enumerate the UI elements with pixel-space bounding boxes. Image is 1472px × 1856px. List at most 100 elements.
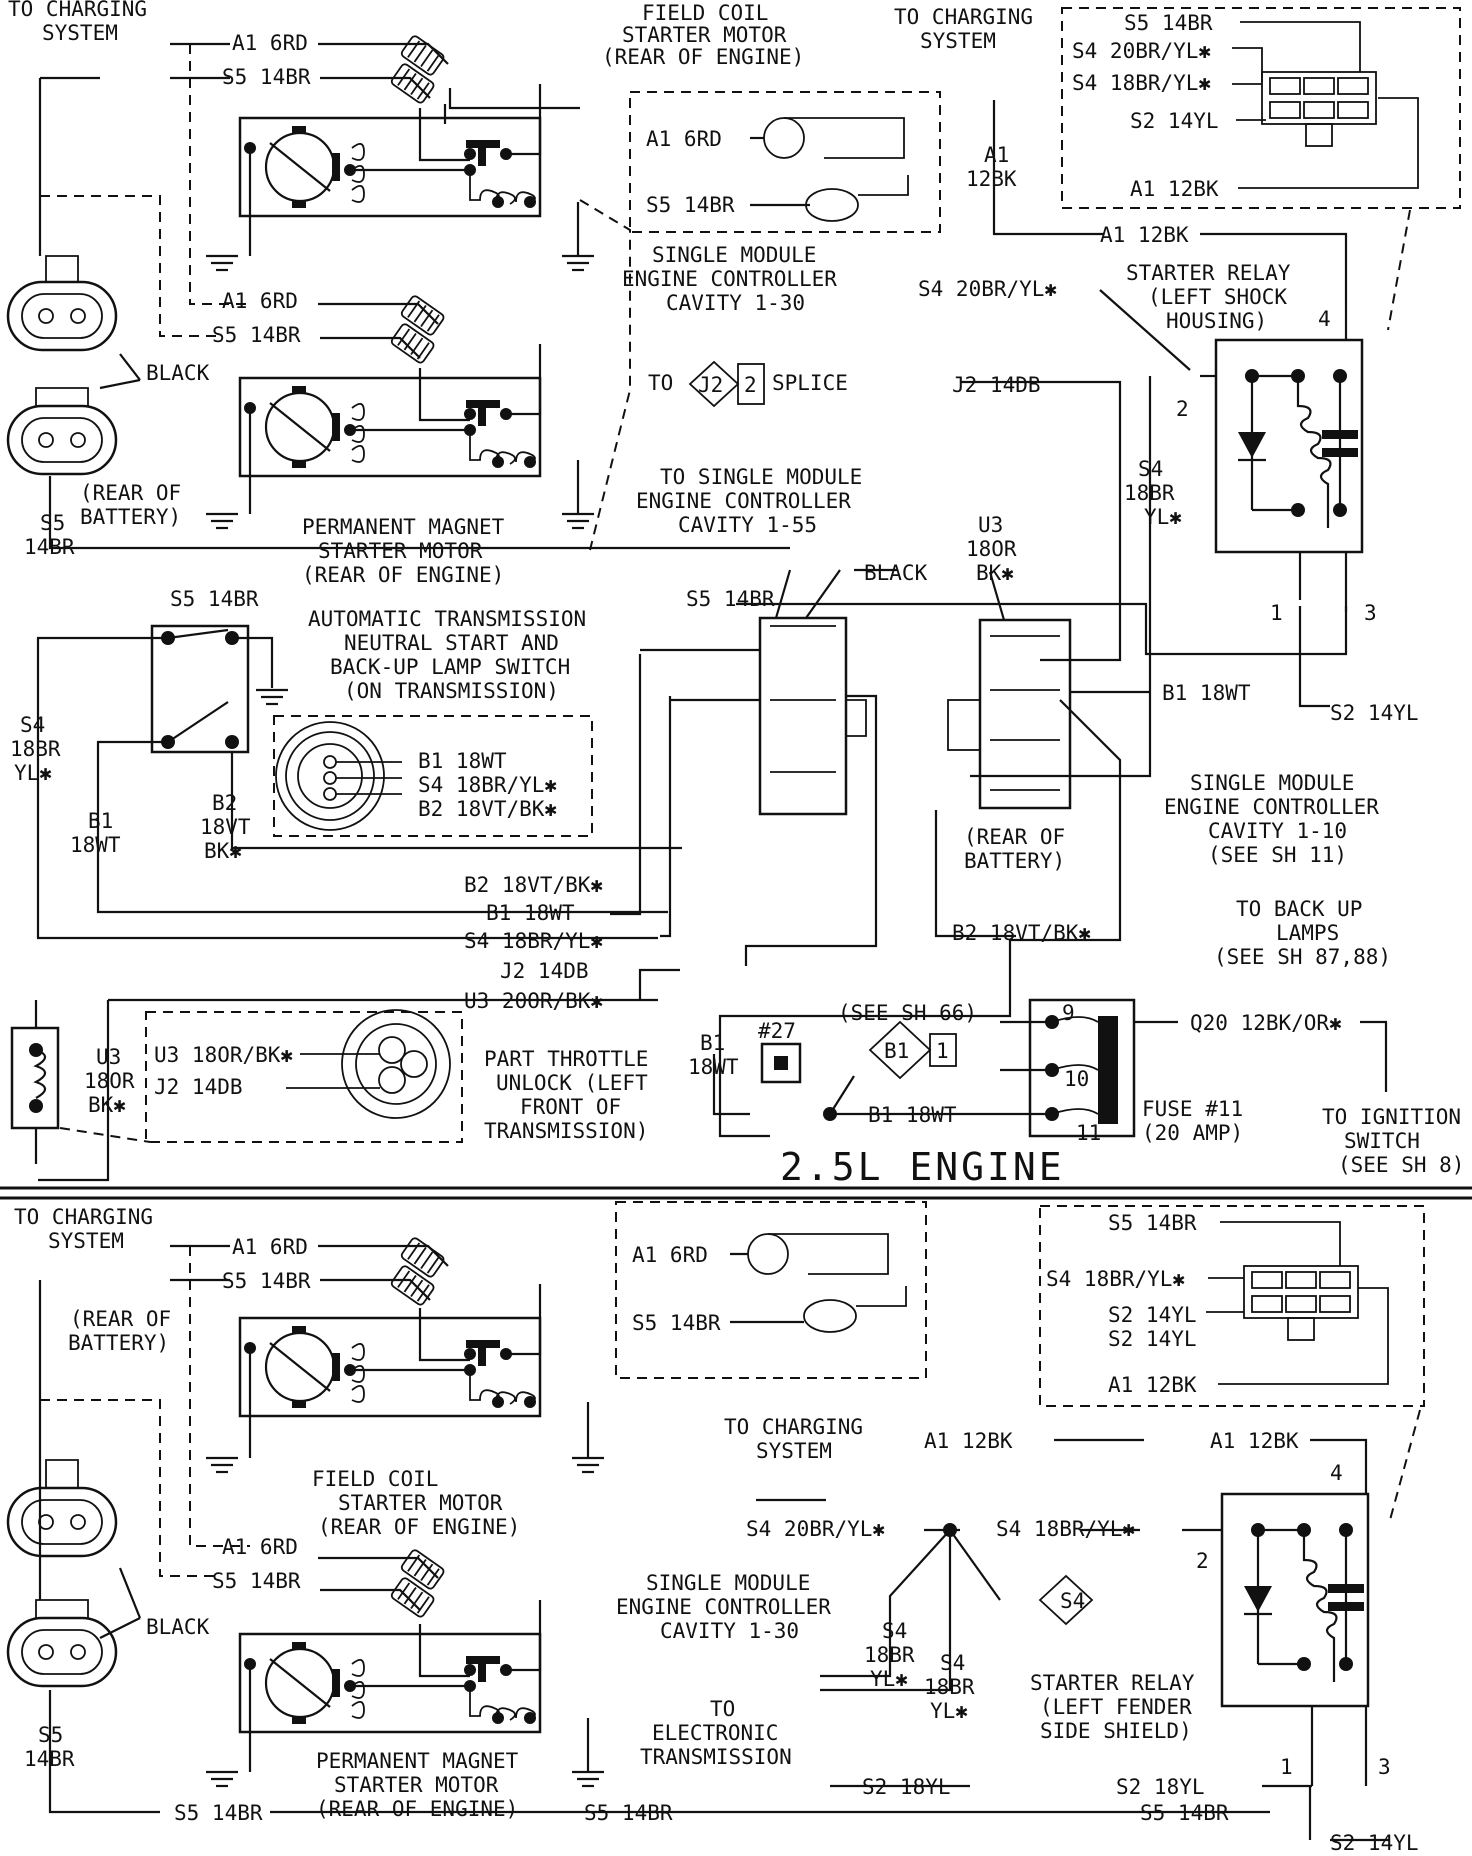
label-see-sh66: (SEE SH 66): [838, 1001, 977, 1025]
connector-box-bottom: [1039, 1205, 1425, 1407]
six-pin-connector: [1261, 71, 1377, 147]
battery-connector: [6, 1616, 118, 1688]
label-to-smec-3: CAVITY 1-55: [678, 513, 817, 537]
label-b1-diamond: B1: [884, 1039, 909, 1063]
label-battery-2: BATTERY): [964, 849, 1065, 873]
relay-pin-1-b: 1: [1280, 1755, 1293, 1779]
label-a1-12bk: A1 12BK: [1100, 223, 1189, 247]
connector-box: [1061, 7, 1461, 209]
label-27: #27: [758, 1019, 796, 1043]
label-s4-20br-con: S4 20BR/YL✱: [1072, 39, 1211, 63]
label-rear-engine: (REAR OF ENGINE): [602, 45, 804, 69]
connector-black: [758, 616, 848, 816]
label-a1-12bk-con: A1 12BK: [1130, 177, 1219, 201]
label-j2-14db: J2 14DB: [952, 373, 1041, 397]
label-a1-12bk-d1: A1 12BK: [924, 1429, 1013, 1453]
label-part-throttle: PART THROTTLE: [484, 1047, 648, 1071]
label-smec10-4: (SEE SH 11): [1208, 843, 1347, 867]
ground-symbol: [204, 254, 240, 272]
label-a1-6rd-term-c: A1 6RD: [632, 1243, 708, 1267]
label-s5-14br-term-c: S5 14BR: [632, 1311, 721, 1335]
label-s2-14yl-c2: S2 14YL: [1108, 1327, 1197, 1351]
label-b1-v: B1: [88, 809, 113, 833]
label-to-backup: TO BACK UP: [1236, 897, 1362, 921]
label-s4-18br: S4 18BR/YL✱: [464, 929, 603, 953]
label-s5-14br-term: S5 14BR: [646, 193, 735, 217]
label-system-c: SYSTEM: [48, 1229, 124, 1253]
label-see-sh87: (SEE SH 87,88): [1214, 945, 1391, 969]
label-yl-v-d: YL✱: [870, 1667, 908, 1691]
label-starter-relay: STARTER RELAY: [1126, 261, 1291, 285]
label-s5-14br-f1: S5 14BR: [174, 1801, 263, 1825]
label-b1-18wt-r: B1 18WT: [1162, 681, 1251, 705]
label-starter-motor: STARTER MOTOR: [622, 23, 787, 47]
relay-pin-4-b: 4: [1330, 1461, 1343, 1485]
label-front-of: FRONT OF: [520, 1095, 621, 1119]
relay-pin-3-b: 3: [1378, 1755, 1391, 1779]
label-s4-box: S4: [1060, 1589, 1085, 1613]
engine-title: 2.5L ENGINE: [780, 1145, 1065, 1189]
label-s4-v-e: S4: [940, 1651, 965, 1675]
label-see-sh8: (SEE SH 8): [1338, 1153, 1464, 1177]
label-to-charging-b: TO CHARGING: [894, 5, 1033, 29]
ground-symbol: [204, 512, 240, 530]
label-u3-20or: U3 20OR/BK✱: [464, 989, 603, 1013]
label-s4-18br-con-c: S4 18BR/YL✱: [1046, 1267, 1185, 1291]
ground-symbol: [570, 1770, 606, 1788]
label-switch: SWITCH: [1344, 1129, 1420, 1153]
ground-symbol: [204, 1770, 240, 1788]
label-smec10: SINGLE MODULE: [1190, 771, 1354, 795]
starter-relay-top: [1214, 338, 1364, 554]
battery-connector: [6, 404, 118, 476]
label-transmission-d: TRANSMISSION: [640, 1745, 792, 1769]
label-starter-motor-e: STARTER MOTOR: [338, 1491, 503, 1515]
label-yl-left: YL✱: [14, 761, 52, 785]
label-pm-e3: (REAR OF ENGINE): [316, 1797, 518, 1821]
label-u3-18or: U3 18OR/BK✱: [154, 1043, 293, 1067]
terminal-box: [629, 91, 941, 233]
label-j2-box: J2: [698, 373, 723, 397]
label-s2-14yl-f: S2 14YL: [1330, 1831, 1419, 1855]
terminal-hatch: [399, 1547, 446, 1592]
label-s5-v-e: S5: [38, 1723, 63, 1747]
label-a1-6rd: A1 6RD: [232, 31, 308, 55]
label-s5-14br-4: S5 14BR: [686, 587, 775, 611]
label-s5-14br-c: S5 14BR: [222, 1269, 311, 1293]
label-bk-v3: BK✱: [88, 1093, 126, 1117]
label-system-b: SYSTEM: [920, 29, 996, 53]
label-a1-12bk-d2: A1 12BK: [1210, 1429, 1299, 1453]
switch-connector-box: [273, 715, 593, 837]
battery-connector: [6, 280, 118, 352]
label-s5-14br-3: S5 14BR: [170, 587, 259, 611]
label-smec-2: ENGINE CONTROLLER: [622, 267, 837, 291]
ground-symbol: [570, 1456, 606, 1474]
label-s4-20br: S4 20BR/YL✱: [918, 277, 1057, 301]
label-u3-v: U3: [978, 513, 1003, 537]
fuse-pin-10: 10: [1064, 1067, 1089, 1091]
label-a1-6rd-2: A1 6RD: [222, 289, 298, 313]
label-q20: Q20 12BK/OR✱: [1190, 1011, 1342, 1035]
label-to-charging-d: TO CHARGING: [724, 1415, 863, 1439]
label-s4-20br-d: S4 20BR/YL✱: [746, 1517, 885, 1541]
label-rear-of-c: (REAR OF: [70, 1307, 171, 1331]
label-rear-of: (REAR OF: [80, 481, 181, 505]
label-bk-v2: BK✱: [204, 839, 242, 863]
terminal-hatch: [399, 293, 446, 338]
label-12bk-v: 12BK: [966, 167, 1017, 191]
solenoid-symbol: [10, 1026, 60, 1130]
label-a1-6rd-e: A1 6RD: [222, 1535, 298, 1559]
relay-pin-1: 1: [1270, 601, 1283, 625]
label-to-ignition: TO IGNITION: [1322, 1105, 1461, 1129]
label-unlock: UNLOCK (LEFT: [496, 1071, 648, 1095]
field-coil-starter-motor-bottom: [238, 1282, 542, 1418]
fuse-pin-11: 11: [1076, 1121, 1101, 1145]
label-black: BLACK: [146, 361, 210, 385]
label-electronic: ELECTRONIC: [652, 1721, 778, 1745]
label-system-d: SYSTEM: [756, 1439, 832, 1463]
label-18or-v2: 18OR: [84, 1069, 135, 1093]
relay-pin-2: 2: [1176, 397, 1189, 421]
label-field-coil-e: FIELD COIL: [312, 1467, 438, 1491]
label-s5-14br-con-c: S5 14BR: [1108, 1211, 1197, 1235]
ground-symbol: [560, 512, 596, 530]
